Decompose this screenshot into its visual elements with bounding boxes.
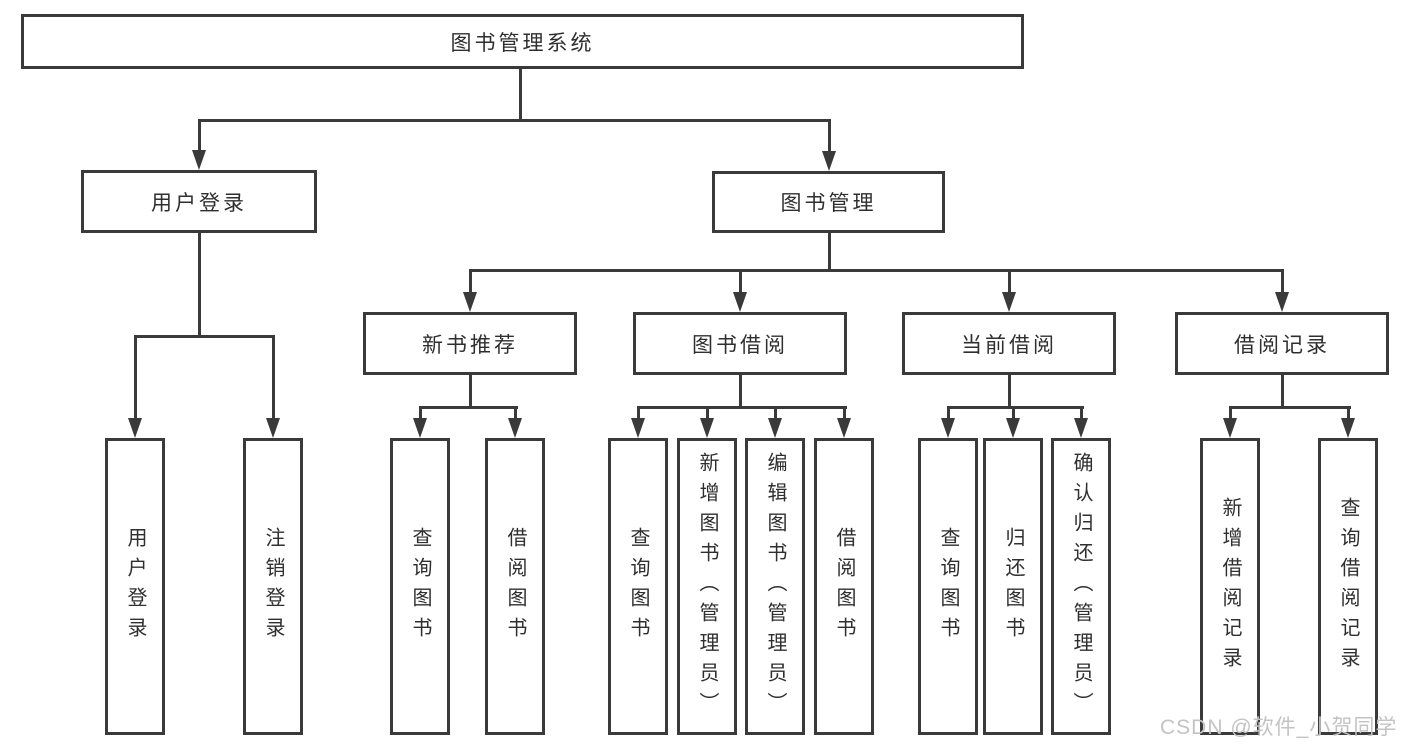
connector-line xyxy=(1080,406,1083,422)
connector-line xyxy=(774,406,777,422)
node-leaf-add-borrow-record: 新增借阅记录 xyxy=(1200,438,1260,735)
arrow-down-icon xyxy=(1006,418,1020,438)
leaf-label: 编辑图书（管理员） xyxy=(764,451,786,722)
csdn-watermark: CSDN @软件_小贺同学 xyxy=(1160,716,1398,739)
connector-line xyxy=(272,335,275,422)
arrow-down-icon xyxy=(1275,292,1289,312)
connector-line xyxy=(947,406,950,422)
arrow-down-icon xyxy=(837,418,851,438)
connector-line xyxy=(134,335,275,338)
connector-line xyxy=(947,406,1084,409)
connector-line xyxy=(739,375,742,409)
arrow-down-icon xyxy=(128,418,142,438)
connector-line xyxy=(519,69,522,121)
leaf-label: 查询图书 xyxy=(627,526,649,647)
leaf-label: 借阅图书 xyxy=(504,526,526,647)
connector-line xyxy=(469,269,472,295)
connector-line xyxy=(1229,406,1232,422)
connector-line xyxy=(843,406,846,422)
node-leaf-borrow-books-2: 借阅图书 xyxy=(814,438,874,735)
node-leaf-query-borrow-record: 查询借阅记录 xyxy=(1318,438,1378,735)
connector-line xyxy=(1008,375,1011,409)
leaf-label: 查询图书 xyxy=(409,526,431,647)
node-user-login: 用户登录 xyxy=(81,170,317,233)
node-leaf-borrow-books-1: 借阅图书 xyxy=(485,438,545,735)
arrow-down-icon xyxy=(192,150,206,170)
arrow-down-icon xyxy=(1074,418,1088,438)
leaf-label: 查询借阅记录 xyxy=(1337,496,1359,677)
leaf-label: 新增借阅记录 xyxy=(1219,496,1241,677)
leaf-label: 新增图书（管理员） xyxy=(696,451,718,722)
connector-line xyxy=(637,406,847,409)
node-leaf-query-books-1: 查询图书 xyxy=(390,438,450,735)
node-current-borrow: 当前借阅 xyxy=(902,312,1116,375)
arrow-down-icon xyxy=(768,418,782,438)
arrow-down-icon xyxy=(733,292,747,312)
connector-line xyxy=(134,335,137,422)
connector-line xyxy=(1229,406,1351,409)
arrow-down-icon xyxy=(1002,292,1016,312)
node-leaf-return-books: 归还图书 xyxy=(983,438,1043,735)
node-leaf-edit-books-admin: 编辑图书（管理员） xyxy=(745,438,805,735)
connector-line xyxy=(828,119,831,153)
arrow-down-icon xyxy=(463,292,477,312)
node-leaf-add-books-admin: 新增图书（管理员） xyxy=(677,438,737,735)
connector-line xyxy=(419,406,422,422)
connector-line xyxy=(1281,269,1284,295)
node-leaf-query-books-2: 查询图书 xyxy=(608,438,668,735)
connector-line xyxy=(1281,375,1284,409)
node-leaf-confirm-return-admin: 确认归还（管理员） xyxy=(1051,438,1111,735)
node-root: 图书管理系统 xyxy=(21,14,1024,69)
leaf-label: 注销登录 xyxy=(262,526,284,647)
leaf-label: 归还图书 xyxy=(1002,526,1024,647)
arrow-down-icon xyxy=(941,418,955,438)
node-borrow-records: 借阅记录 xyxy=(1175,312,1389,375)
connector-line xyxy=(1347,406,1350,422)
connector-line xyxy=(637,406,640,422)
connector-line xyxy=(1012,406,1015,422)
node-leaf-query-books-3: 查询图书 xyxy=(918,438,978,735)
node-leaf-logout: 注销登录 xyxy=(243,438,303,735)
connector-line xyxy=(469,269,1284,272)
node-new-book-recommend: 新书推荐 xyxy=(363,312,577,375)
arrow-down-icon xyxy=(822,151,836,171)
connector-line xyxy=(828,233,831,272)
connector-line xyxy=(739,269,742,295)
arrow-down-icon xyxy=(508,418,522,438)
connector-line xyxy=(419,406,518,409)
connector-line xyxy=(198,119,201,153)
leaf-label: 确认归还（管理员） xyxy=(1070,451,1092,722)
arrow-down-icon xyxy=(413,418,427,438)
connector-line xyxy=(1008,269,1011,295)
arrow-down-icon xyxy=(700,418,714,438)
node-leaf-user-login: 用户登录 xyxy=(105,438,165,735)
arrow-down-icon xyxy=(1341,418,1355,438)
arrow-down-icon xyxy=(266,418,280,438)
connector-line xyxy=(706,406,709,422)
arrow-down-icon xyxy=(1223,418,1237,438)
leaf-label: 用户登录 xyxy=(124,526,146,647)
node-book-borrow: 图书借阅 xyxy=(633,312,847,375)
leaf-label: 借阅图书 xyxy=(833,526,855,647)
connector-line xyxy=(198,233,201,338)
connector-line xyxy=(198,119,831,122)
arrow-down-icon xyxy=(631,418,645,438)
node-book-management: 图书管理 xyxy=(712,171,945,233)
connector-line xyxy=(469,375,472,409)
connector-line xyxy=(514,406,517,422)
leaf-label: 查询图书 xyxy=(937,526,959,647)
